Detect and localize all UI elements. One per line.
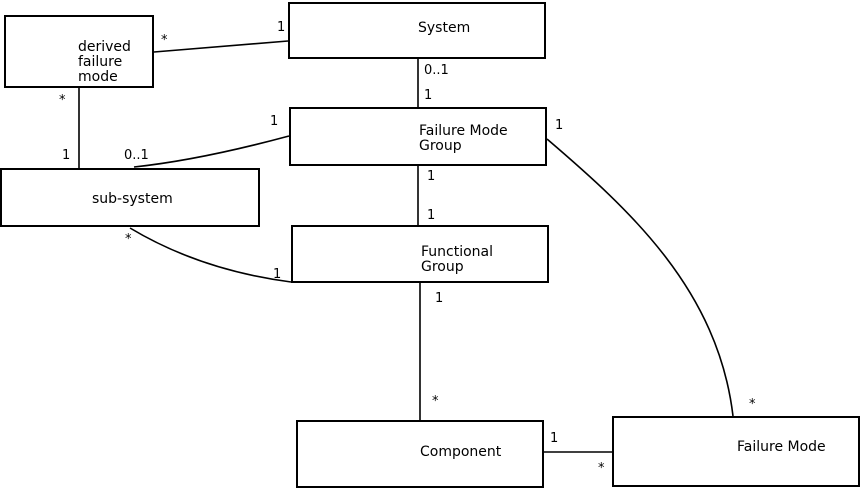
multiplicity-system-to-failure-mode-group-target: 1 [424, 88, 433, 103]
multiplicity-system-to-failure-mode-group-source: 0..1 [424, 63, 449, 78]
multiplicity-component-to-failure-mode-source: 1 [550, 431, 559, 446]
node-label-derived-failure-mode: derived failure mode [78, 39, 131, 85]
multiplicity-failure-mode-group-to-functional-group-target: 1 [427, 208, 436, 223]
node-component: Component [296, 420, 544, 488]
multiplicity-derived-failure-mode-to-sub-system-target: 1 [62, 148, 71, 163]
node-derived-failure-mode: derived failure mode [4, 15, 154, 88]
multiplicity-failure-mode-group-to-failure-mode-target: * [749, 397, 756, 412]
multiplicity-failure-mode-group-to-failure-mode-source: 1 [555, 118, 564, 133]
node-failure-mode-group: Failure Mode Group [289, 107, 547, 166]
edge-failure-mode-group--sub-system [133, 135, 290, 168]
node-system: System [288, 2, 546, 59]
multiplicity-functional-group-to-component-source: 1 [435, 291, 444, 306]
multiplicity-failure-mode-group-to-sub-system-target: 0..1 [124, 148, 149, 163]
multiplicity-derived-failure-mode-to-system-target: 1 [277, 20, 286, 35]
multiplicity-sub-system-to-functional-group-target: 1 [273, 267, 282, 282]
edge-failure-mode-group--failure-mode [546, 138, 734, 417]
node-label-component: Component [420, 444, 502, 460]
multiplicity-functional-group-to-component-target: * [432, 394, 439, 409]
multiplicity-derived-failure-mode-to-system-source: * [161, 33, 168, 48]
node-label-sub-system: sub-system [92, 191, 173, 207]
multiplicity-failure-mode-group-to-sub-system-source: 1 [270, 114, 279, 129]
node-failure-mode: Failure Mode [612, 416, 860, 487]
node-label-system: System [418, 20, 471, 36]
multiplicity-failure-mode-group-to-functional-group-source: 1 [427, 169, 436, 184]
node-functional-group: Functional Group [291, 225, 549, 283]
multiplicity-sub-system-to-functional-group-source: * [125, 232, 132, 247]
multiplicity-component-to-failure-mode-target: * [598, 461, 605, 476]
multiplicity-derived-failure-mode-to-sub-system-source: * [59, 93, 66, 108]
node-label-failure-mode-group: Failure Mode Group [419, 123, 508, 154]
edge-sub-system--functional-group [129, 227, 292, 283]
node-sub-system: sub-system [0, 168, 260, 227]
node-label-failure-mode: Failure Mode [737, 439, 826, 455]
edge-derived-failure-mode--system [153, 40, 289, 53]
node-label-functional-group: Functional Group [421, 244, 494, 275]
